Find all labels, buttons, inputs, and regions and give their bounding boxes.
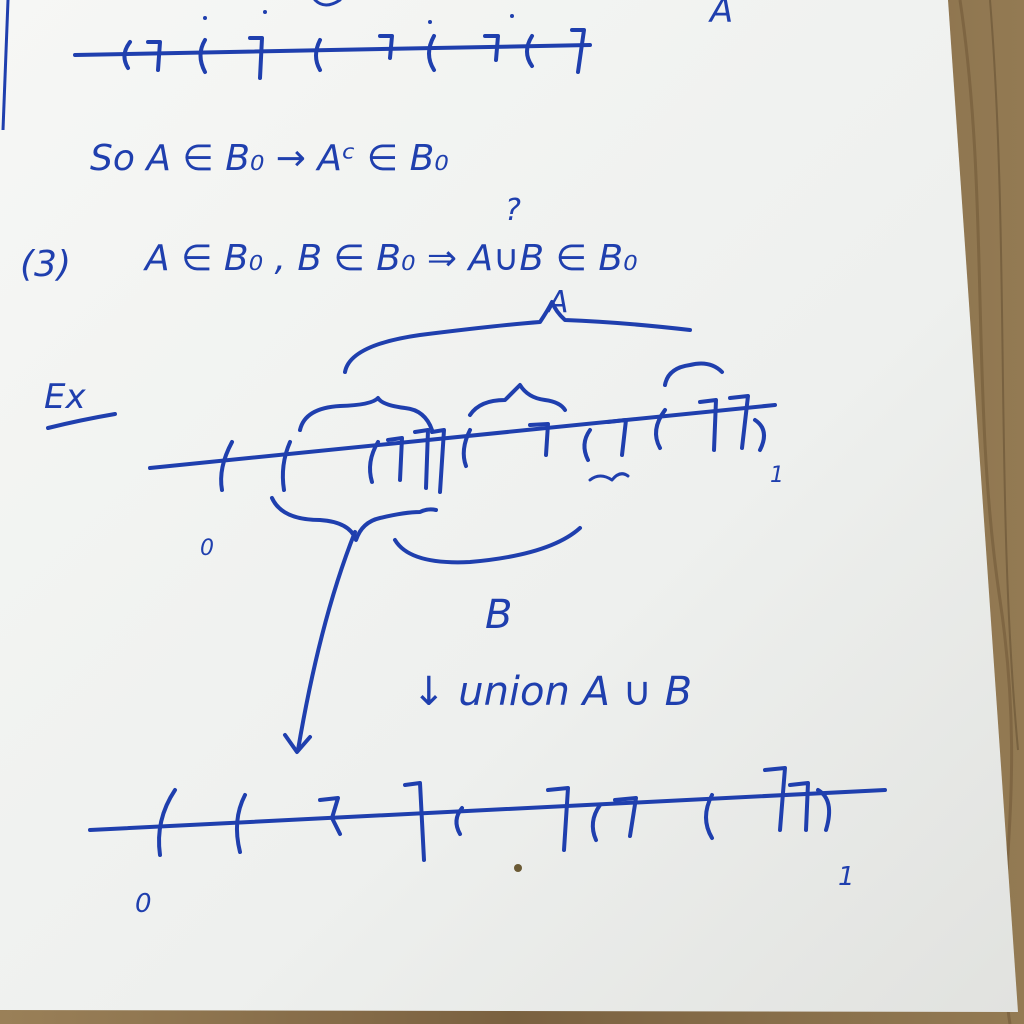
example-number-line bbox=[148, 300, 777, 754]
axis-zero-lower: 0 bbox=[135, 889, 152, 919]
example-underline bbox=[46, 412, 117, 430]
item-3-statement: A ∈ B₀ , B ∈ B₀ ⇒ A∪B ∈ B₀ bbox=[143, 238, 638, 279]
axis-one-lower: 1 bbox=[838, 862, 855, 892]
note-line-1: So A ∈ B₀ → Aᶜ ∈ B₀ bbox=[90, 138, 449, 179]
union-number-line bbox=[88, 766, 887, 872]
top-number-line bbox=[73, 0, 592, 80]
axis-zero-upper: 0 bbox=[200, 536, 214, 561]
axis-one-upper: 1 bbox=[770, 463, 784, 488]
brace-label-b: B bbox=[485, 592, 512, 638]
margin-line bbox=[1, 0, 10, 131]
brace-label-a: A bbox=[546, 285, 569, 320]
top-label: A bbox=[708, 0, 733, 31]
question-mark: ? bbox=[505, 193, 521, 228]
item-3-number: (3) bbox=[20, 244, 71, 285]
example-label: Ex bbox=[44, 377, 86, 417]
union-label: ↓ union A ∪ B bbox=[412, 669, 692, 715]
